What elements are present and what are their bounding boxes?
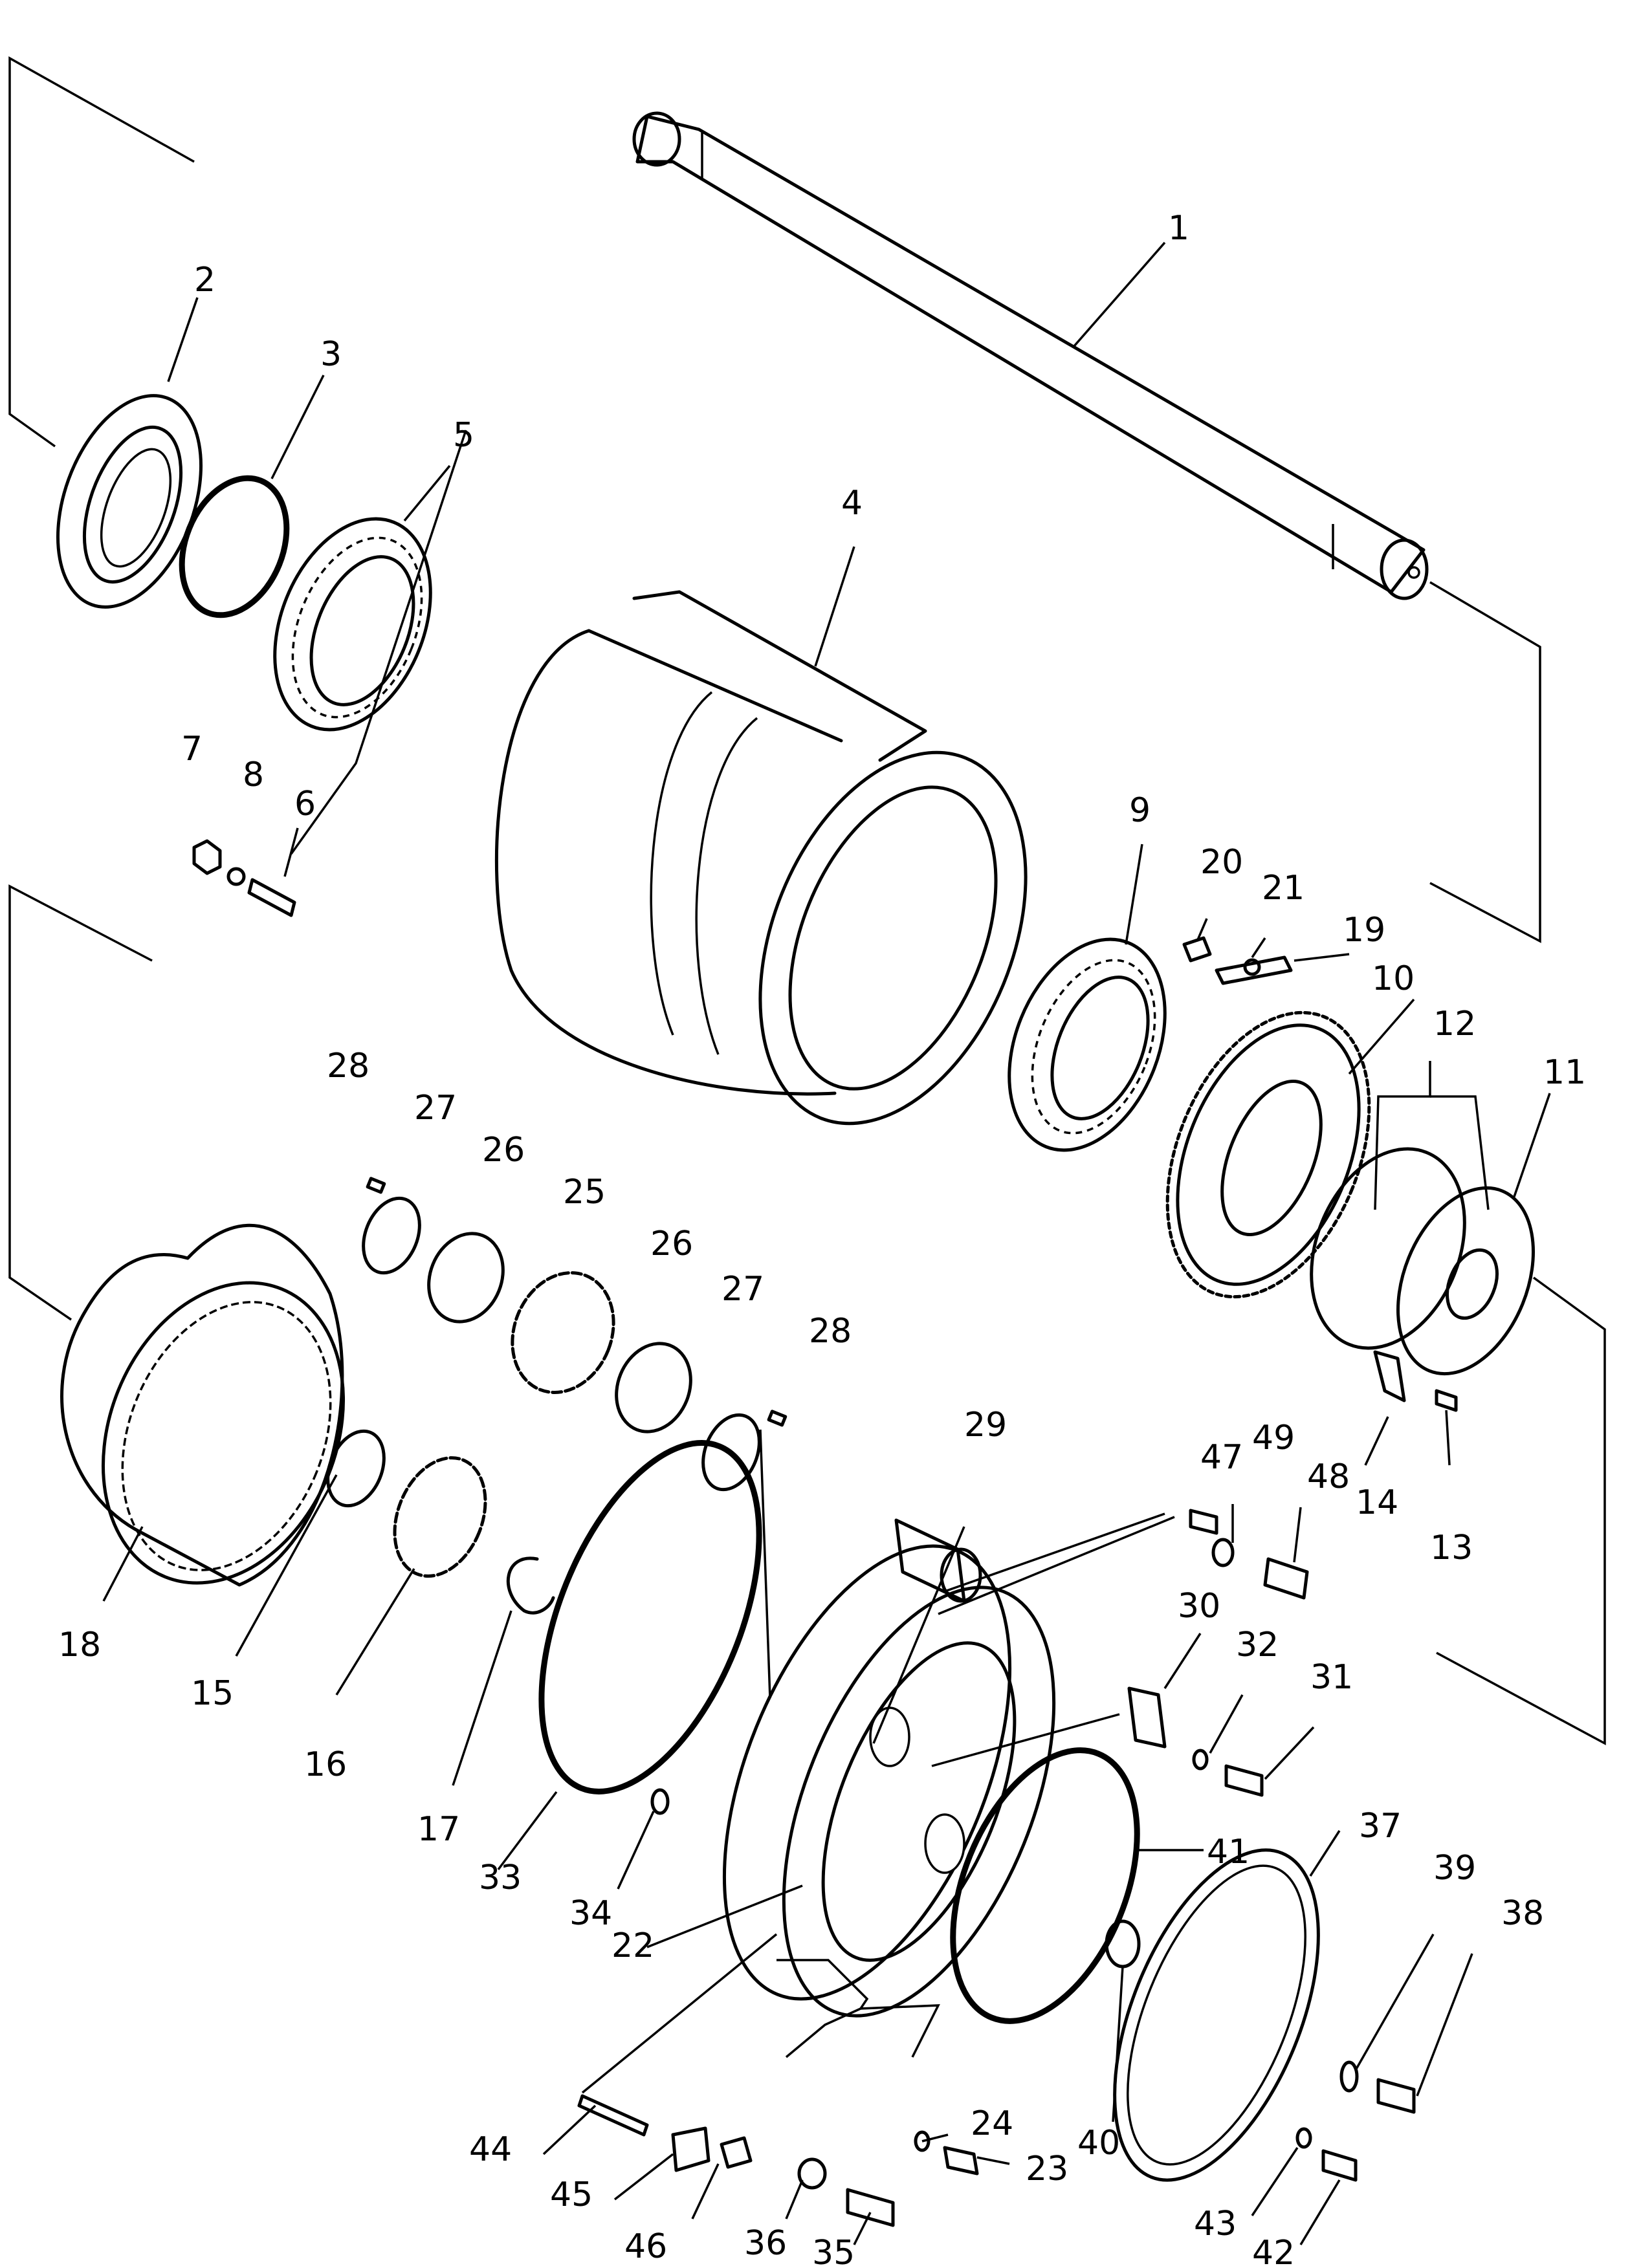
callout-49: 49	[1252, 1419, 1295, 1457]
callout-15: 15	[191, 1674, 234, 1713]
callout-1: 1	[1168, 209, 1189, 248]
callout-34: 34	[569, 1894, 612, 1933]
callout-29: 29	[964, 1406, 1007, 1445]
callout-44: 44	[469, 2130, 512, 2169]
cover-part	[1113, 1848, 1320, 2182]
callout-26b: 26	[650, 1225, 693, 1263]
callout-2: 2	[194, 261, 215, 300]
large-o-ring-part	[538, 1440, 762, 1794]
callout-27b: 27	[721, 1270, 764, 1309]
callout-7: 7	[181, 730, 203, 769]
callout-12: 12	[1433, 1005, 1476, 1043]
seal-part	[56, 394, 203, 609]
lock-plate-bolt-19-20-21	[1182, 936, 1293, 985]
bracket-lines	[8, 56, 1606, 1745]
bearing-9-part	[1008, 937, 1167, 1152]
callout-35: 35	[812, 2234, 855, 2268]
callout-42: 42	[1252, 2234, 1295, 2268]
callout-46: 46	[624, 2227, 667, 2266]
callout-45: 45	[550, 2175, 593, 2214]
stud-nut-washer	[192, 839, 296, 917]
callout-labels: 1 2 3 4 5 6 7 8 9 10 11 12 13 14 15 16 1…	[58, 209, 1586, 2268]
callout-5: 5	[453, 416, 474, 455]
callout-22: 22	[611, 1926, 654, 1965]
callout-36: 36	[744, 2224, 787, 2263]
callout-19: 19	[1343, 911, 1385, 950]
callout-13: 13	[1430, 1529, 1473, 1567]
o-ring-34-part	[650, 1788, 670, 1815]
callout-30: 30	[1178, 1587, 1220, 1626]
callout-47: 47	[1200, 1438, 1243, 1477]
callout-43: 43	[1194, 2205, 1237, 2243]
callout-16: 16	[304, 1745, 347, 1784]
bolt-plate-13-14	[1373, 1350, 1458, 1412]
o-ring-part	[179, 475, 290, 618]
callout-24: 24	[971, 2104, 1013, 2143]
callout-31: 31	[1310, 1658, 1353, 1697]
callout-8: 8	[243, 756, 264, 794]
callout-37: 37	[1359, 1807, 1402, 1846]
sprocket-part	[1165, 1010, 1371, 1299]
callout-9: 9	[1129, 791, 1151, 830]
callout-20: 20	[1200, 843, 1243, 882]
callout-40: 40	[1077, 2124, 1120, 2163]
callout-28a: 28	[327, 1047, 369, 1085]
callout-39: 39	[1433, 1849, 1476, 1888]
callout-11: 11	[1543, 1053, 1586, 1092]
callout-3: 3	[320, 335, 342, 374]
callout-27a: 27	[414, 1089, 457, 1128]
callout-18: 18	[58, 1626, 101, 1664]
callout-41: 41	[1207, 1833, 1250, 1871]
callout-48: 48	[1307, 1457, 1350, 1496]
callout-26a: 26	[482, 1131, 525, 1170]
callout-33: 33	[479, 1859, 522, 1897]
hardware-parts	[577, 1509, 1416, 2227]
callout-10: 10	[1372, 959, 1415, 998]
shaft-part	[632, 111, 1429, 600]
ring-gear-part	[60, 1223, 346, 1587]
housing-part	[494, 590, 1028, 1126]
callout-38: 38	[1501, 1894, 1544, 1933]
callout-32: 32	[1236, 1626, 1279, 1664]
hub-part	[1310, 1147, 1535, 1376]
planet-gear-set	[362, 1177, 787, 1492]
callout-6: 6	[294, 785, 316, 823]
callout-25: 25	[563, 1173, 606, 1212]
callout-4: 4	[841, 484, 863, 523]
o-ring-41-part	[950, 1747, 1140, 2024]
callout-17: 17	[417, 1810, 460, 1849]
bearing-part	[273, 517, 432, 732]
callout-21: 21	[1262, 869, 1305, 908]
spacer-gear-clip	[326, 1429, 555, 1615]
callout-23: 23	[1026, 2150, 1068, 2188]
callout-14: 14	[1356, 1483, 1398, 1522]
pin-part	[894, 1518, 982, 1603]
leader-lines	[102, 241, 1551, 2245]
carrier-part	[722, 1544, 1056, 2018]
callout-28b: 28	[809, 1312, 852, 1351]
